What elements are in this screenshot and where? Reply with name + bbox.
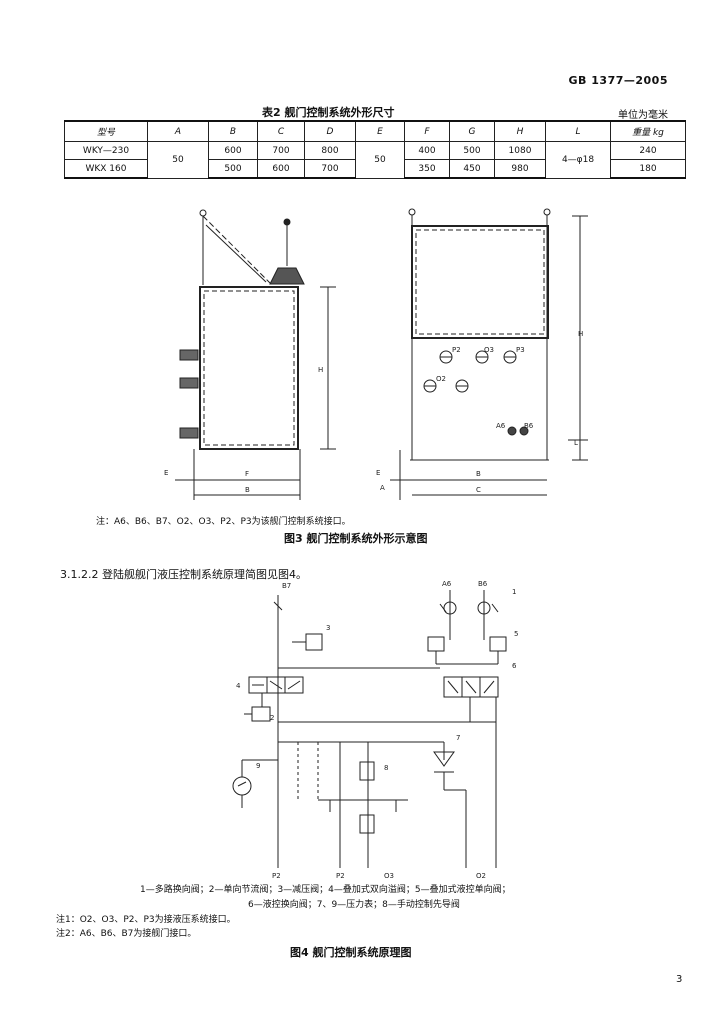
figure4-note2: 注2：A6、B6、B7为接舰门接口。 <box>56 929 197 939</box>
table-cell-f: 400 <box>404 141 450 160</box>
figure3-label: C <box>476 486 481 494</box>
figure3-side-view <box>175 209 336 500</box>
table-row: WKY—230 50 600 700 800 50 400 500 1080 4… <box>64 141 686 179</box>
figure4-label: 2 <box>270 714 274 722</box>
table-cell-b: 600 <box>208 141 258 160</box>
figure4-label: O3 <box>384 872 394 880</box>
figure4-label: 1 <box>512 588 516 596</box>
figure3-label: B6 <box>524 422 534 430</box>
table-unit: 单位为毫米 <box>618 110 668 121</box>
figure4-label: O2 <box>476 872 486 880</box>
table-cell-e: 50 <box>355 141 405 179</box>
figure3-label: E <box>376 469 380 477</box>
table-cell-l: 4—φ18 <box>545 141 611 179</box>
figure4-legend-line1: 1—多路换向阀；2—单向节流阀；3—减压阀；4—叠加式双向溢阀；5—叠加式液控单… <box>140 885 511 895</box>
figure4-label: B6 <box>478 580 488 588</box>
figure3-label: O2 <box>436 375 446 383</box>
figure3-label: P2 <box>452 346 461 354</box>
figure4-label: P2 <box>336 872 345 880</box>
table-cell-model: WKX 160 <box>64 159 148 179</box>
figure4-schematic <box>232 590 507 868</box>
figure3-label: F <box>245 470 249 478</box>
section-paragraph: 3.1.2.2 登陆舰舰门液压控制系统原理简图见图4。 <box>60 568 307 581</box>
figure4-label: 4 <box>236 682 241 690</box>
figure4-label: B7 <box>282 582 291 590</box>
page-number: 3 <box>676 974 683 985</box>
figure4-label: P2 <box>272 872 281 880</box>
figure4-labels: A6 B6 B7 1 2 3 4 5 6 7 8 9 P2 P2 O3 O2 <box>236 580 518 880</box>
figure4-label: 7 <box>456 734 460 742</box>
figure3-caption: 图3 舰门控制系统外形示意图 <box>284 532 428 545</box>
figure3-label: A6 <box>496 422 506 430</box>
figure3-labels: P2 O3 P3 O2 A6 B6 H H E F B E B C L A <box>164 330 583 494</box>
table-cell-d: 700 <box>304 159 356 179</box>
figure4-legend-line2: 6—液控换向阀；7、9—压力表；8—手动控制先导阀 <box>248 900 460 910</box>
figure4-label: 3 <box>326 624 330 632</box>
figure3-label: H <box>578 330 583 338</box>
figure4-label: 8 <box>384 764 388 772</box>
figure4-note1: 注1：O2、O3、P2、P3为接液压系统接口。 <box>56 915 236 925</box>
figure3-label: B <box>245 486 250 494</box>
standard-number: GB 1377—2005 <box>568 74 668 87</box>
table-cell-h: 980 <box>494 159 546 179</box>
table-cell-a: 50 <box>147 141 209 179</box>
figure4-label: 6 <box>512 662 517 670</box>
figure4-label: 5 <box>514 630 518 638</box>
table-cell-weight: 240 <box>610 141 686 160</box>
figure4-label: 9 <box>256 762 260 770</box>
table-cell-weight: 180 <box>610 159 686 179</box>
figure3-label: L <box>574 439 578 447</box>
figure3-label: A <box>380 484 385 492</box>
figure4-label: A6 <box>442 580 452 588</box>
figure3-label: H <box>318 366 323 374</box>
table-row: WKX 160 500 600 700 350 450 980 180 <box>64 159 686 179</box>
figure3-front-view <box>390 208 588 500</box>
figure3-note: 注：A6、B6、B7、O2、O3、P2、P3为该舰门控制系统接口。 <box>96 517 351 527</box>
table-caption: 表2 舰门控制系统外形尺寸 <box>262 106 395 119</box>
dimension-table: 型号 A B C D E F G H L 重量 kg WKY—230 50 60… <box>64 120 686 179</box>
figure3-label: O3 <box>484 346 494 354</box>
figure3-label: P3 <box>516 346 525 354</box>
figure3-label: E <box>164 469 168 477</box>
figure3-label: B <box>476 470 481 478</box>
figure4-caption: 图4 舰门控制系统原理图 <box>290 946 412 959</box>
